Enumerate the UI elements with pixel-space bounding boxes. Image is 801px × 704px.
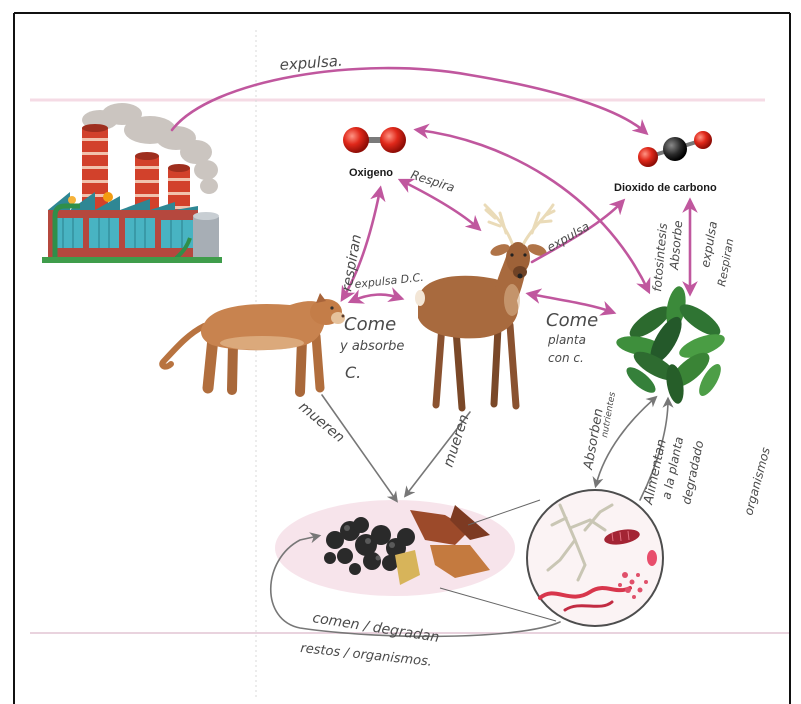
annotation-restos-organismos: restos / organismos. xyxy=(300,641,433,670)
decomposing-matter-illustration xyxy=(275,500,515,596)
puma-illustration xyxy=(162,293,345,392)
annotation-come-planta: Come xyxy=(546,310,598,331)
oxygen-label: Oxigeno xyxy=(349,167,393,179)
annotation-organismos: organismos xyxy=(741,446,773,517)
arrow-puma-to-decomposition xyxy=(322,395,396,500)
pink-arrows xyxy=(172,68,690,312)
arrow-puma-deer xyxy=(352,295,400,301)
deer-illustration xyxy=(415,205,554,408)
annotation-respira: Respira xyxy=(409,168,456,195)
annotation-c: C. xyxy=(345,363,361,382)
annotation-comen-degradan: comen / degradan xyxy=(311,610,440,646)
oxygen-molecule-icon xyxy=(343,127,406,153)
annotation-plant-respiran: Respiran xyxy=(715,238,736,288)
annotation-expulsa-dc: expulsa D.C. xyxy=(354,271,424,291)
plant-illustration xyxy=(615,285,728,405)
factory-building xyxy=(42,192,222,263)
annotation-y-absorbe: y absorbe xyxy=(339,339,404,354)
annotation-puma-mueren: mueren xyxy=(295,399,347,446)
annotation-deer-mueren: mueren xyxy=(441,413,473,470)
annotation-con-c: con c. xyxy=(548,351,584,365)
annotation-absorbe: Absorbe xyxy=(667,220,685,271)
annotation-plant-expulsa: expulsa xyxy=(698,220,720,268)
annotation-planta: planta xyxy=(547,333,586,347)
annotation-come: Come xyxy=(344,314,396,335)
factory-illustration xyxy=(42,103,222,263)
co2-label: Dioxido de carbono xyxy=(614,182,717,194)
co2-molecule-icon xyxy=(638,131,712,167)
annotation-deer-expulsa: expulsa xyxy=(545,219,592,254)
annotation-fotosintesis: fotosintesis xyxy=(650,223,670,293)
